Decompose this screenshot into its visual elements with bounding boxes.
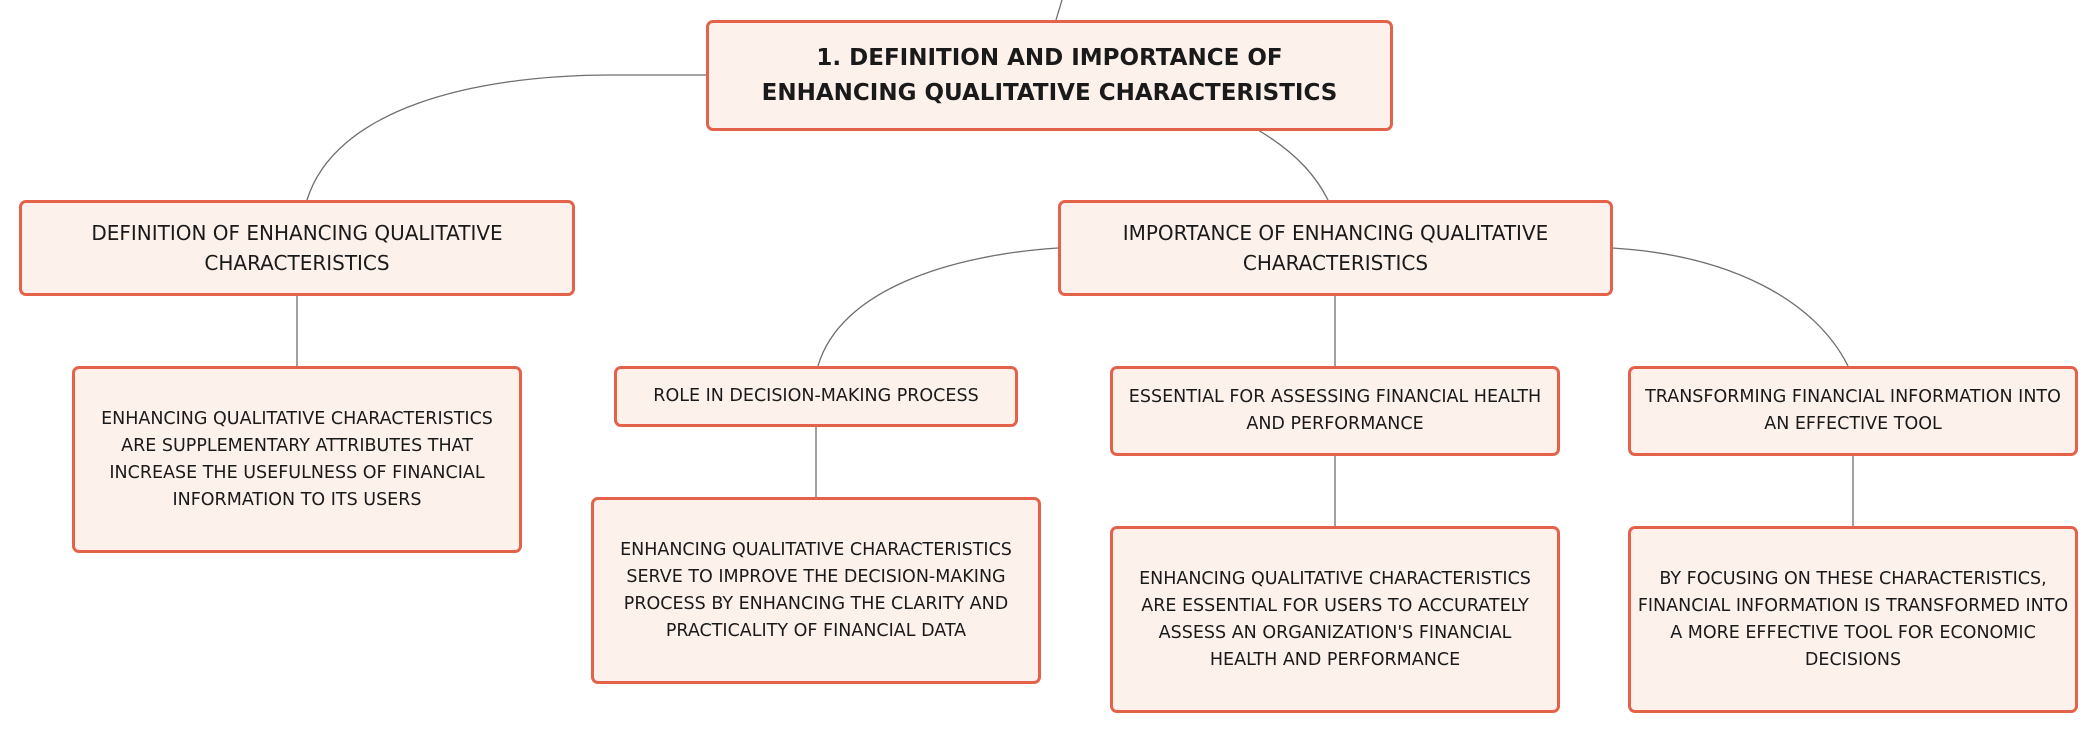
decision-making-detail-text: ENHANCING QUALITATIVE CHARACTERISTICS SE… bbox=[620, 539, 1012, 641]
importance-topic-node[interactable]: IMPORTANCE OF ENHANCING QUALITATIVE CHAR… bbox=[1058, 200, 1613, 296]
connector-importance-to-transform bbox=[1611, 247, 1849, 367]
effective-tool-topic-label: TRANSFORMING FINANCIAL INFORMATION INTO … bbox=[1645, 387, 2061, 434]
decision-making-topic-label: ROLE IN DECISION-MAKING PROCESS bbox=[653, 386, 979, 406]
definition-topic-label: DEFINITION OF ENHANCING QUALITATIVE CHAR… bbox=[91, 221, 503, 275]
financial-health-detail-text: ENHANCING QUALITATIVE CHARACTERISTICS AR… bbox=[1139, 568, 1531, 670]
root-topic-label: 1. DEFINITION AND IMPORTANCE OF ENHANCIN… bbox=[761, 44, 1338, 106]
connector-root-to-importance bbox=[1257, 129, 1329, 201]
effective-tool-topic-node[interactable]: TRANSFORMING FINANCIAL INFORMATION INTO … bbox=[1628, 366, 2078, 456]
importance-topic-label: IMPORTANCE OF ENHANCING QUALITATIVE CHAR… bbox=[1122, 221, 1549, 275]
decision-making-topic-node[interactable]: ROLE IN DECISION-MAKING PROCESS bbox=[614, 366, 1018, 427]
connector-root-to-definition bbox=[306, 74, 706, 201]
root-topic-node[interactable]: 1. DEFINITION AND IMPORTANCE OF ENHANCIN… bbox=[706, 20, 1393, 131]
financial-health-topic-node[interactable]: ESSENTIAL FOR ASSESSING FINANCIAL HEALTH… bbox=[1110, 366, 1560, 456]
financial-health-detail-node[interactable]: ENHANCING QUALITATIVE CHARACTERISTICS AR… bbox=[1110, 526, 1560, 713]
effective-tool-detail-text: BY FOCUSING ON THESE CHARACTERISTICS, FI… bbox=[1637, 568, 2069, 670]
definition-topic-node[interactable]: DEFINITION OF ENHANCING QUALITATIVE CHAR… bbox=[19, 200, 575, 296]
definition-detail-text: ENHANCING QUALITATIVE CHARACTERISTICS AR… bbox=[101, 408, 493, 510]
connector-importance-to-decision bbox=[817, 247, 1059, 367]
definition-detail-node[interactable]: ENHANCING QUALITATIVE CHARACTERISTICS AR… bbox=[72, 366, 522, 553]
decision-making-detail-node[interactable]: ENHANCING QUALITATIVE CHARACTERISTICS SE… bbox=[591, 497, 1041, 684]
effective-tool-detail-node[interactable]: BY FOCUSING ON THESE CHARACTERISTICS, FI… bbox=[1628, 526, 2078, 713]
connector-root-incoming bbox=[1055, 0, 1063, 21]
financial-health-topic-label: ESSENTIAL FOR ASSESSING FINANCIAL HEALTH… bbox=[1128, 387, 1542, 434]
